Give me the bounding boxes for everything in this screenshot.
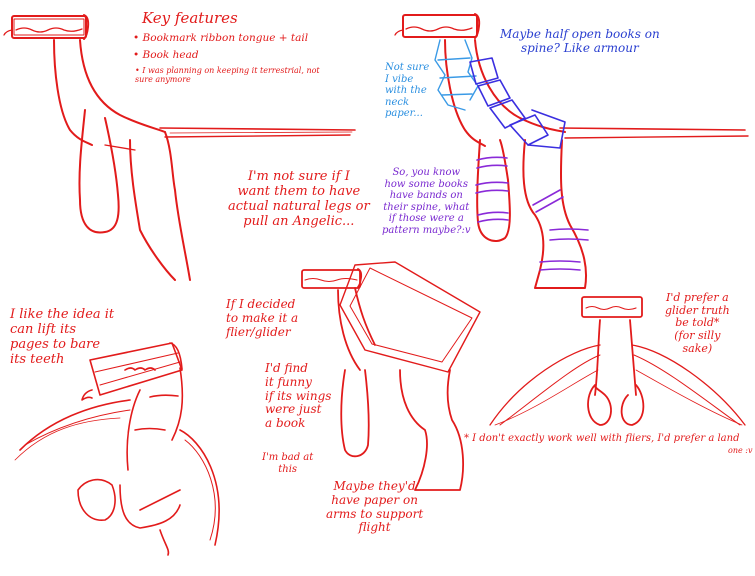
note-flier-glider: If I decided to make it a flier/glider — [226, 297, 299, 339]
sketch-side-view-armored — [394, 13, 749, 289]
sketch-front-view-teeth — [14, 342, 220, 556]
sketch-front-view-glider — [489, 296, 746, 426]
key-feature-item-1: • Bookmark ribbon tongue + tail — [133, 32, 309, 44]
key-feature-item-3: • I was planning on keeping it terrestri… — [135, 66, 320, 85]
key-feature-item-2: • Book head — [133, 49, 199, 61]
note-half-open-books: Maybe half open books on spine? Like arm… — [500, 27, 660, 55]
note-natural-legs: I'm not sure if I want them to have actu… — [228, 169, 370, 229]
note-footnote: * I don't exactly work well with fliers,… — [464, 433, 740, 444]
note-neck-paper: Not sure I vibe with the neck paper... — [385, 62, 430, 119]
note-bare-teeth: I like the idea it can lift its pages to… — [10, 307, 115, 367]
note-prefer-glider: I'd prefer a glider truth be told* (for … — [665, 291, 730, 355]
key-features-title: Key features — [142, 9, 238, 27]
note-footnote-end: one :v — [728, 446, 753, 455]
sketch-side-view-book-wings — [301, 261, 481, 491]
note-wings-book: I'd find it funny if its wings were just… — [265, 361, 332, 431]
note-bands-on-spine: So, you know how some books have bands o… — [382, 167, 471, 236]
note-bad-at-this: I'm bad at this — [262, 452, 314, 475]
note-paper-arms: Maybe they'd have paper on arms to suppo… — [326, 479, 424, 535]
sketch-side-view-basic — [3, 14, 356, 281]
